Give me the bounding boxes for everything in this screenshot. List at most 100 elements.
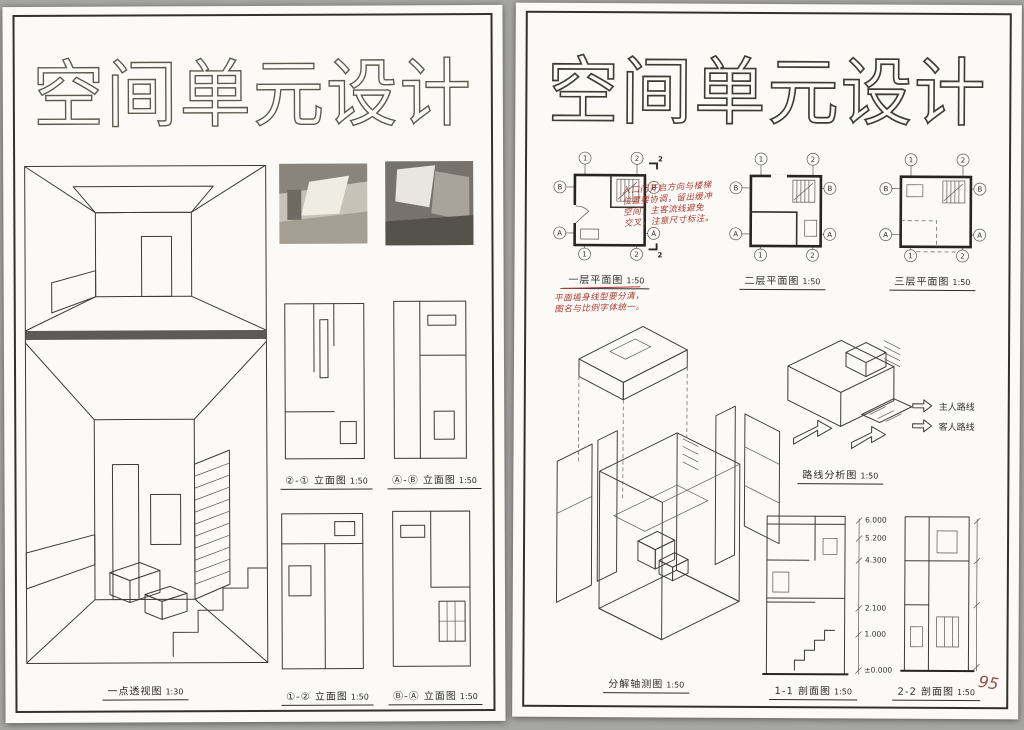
level-dimension: 1.000: [865, 630, 887, 639]
perspective-room: [24, 164, 269, 664]
section-2-2-structure: [900, 516, 975, 673]
left-board: 空间单元设计: [2, 4, 506, 724]
axis-bubble: A: [827, 231, 832, 239]
legend-row-guest: 客人路线: [912, 419, 975, 433]
route-arrows: [793, 419, 887, 449]
title-text: 空间单元设计: [547, 49, 987, 137]
caption-text: 一层平面图: [568, 274, 624, 287]
page-number: 95: [976, 671, 1001, 694]
caption-scale: 1:50: [957, 687, 976, 698]
plan-1-walls: [573, 173, 647, 247]
route-axon: [787, 339, 913, 427]
axis-bubble: 1: [758, 251, 763, 259]
elevation-a-b-drawing: [393, 300, 467, 459]
caption-text: 路线分析图: [802, 470, 858, 482]
plan-1-section-cut-marks: 2 2: [648, 155, 663, 259]
axis-bubble: 2: [634, 251, 639, 259]
section-cut-label: 2: [658, 155, 663, 163]
axis-bubble: 1: [908, 252, 913, 260]
legend-row-host: 主人路线: [912, 399, 975, 413]
caption-text: 分解轴测图: [608, 679, 664, 691]
caption-text: 二层平面图: [744, 275, 800, 288]
render-photo-1: [279, 163, 368, 244]
axon-projection-dashes: [578, 367, 688, 500]
section-1-1-dimension-line: 6.000 5.200 4.300 2.100 1.000 ±0.000: [855, 516, 892, 675]
caption-scale: 1:50: [802, 277, 821, 287]
axis-bubble: B: [977, 186, 982, 194]
plan-3-walls: [899, 175, 973, 253]
level-dimension: 5.200: [865, 534, 887, 543]
plan-1-axes: 1 2 1 2 B A B A: [553, 151, 661, 261]
level-dimension: 2.100: [865, 604, 887, 613]
axis-bubble: A: [733, 230, 738, 238]
perspective-shelf-ladder: [193, 449, 231, 600]
axis-bubble: B: [651, 184, 656, 192]
axon-roof-piece: [578, 325, 688, 401]
handwritten-note-cluster: 入口门开启方向与楼梯 位置要协调，留出缓冲 空间，主客流线避免 交叉，注意尺寸标…: [622, 177, 765, 230]
caption-scale: 1:50: [350, 692, 369, 702]
plan-2-drawing: 1 2 1 2 B A B A: [729, 152, 837, 262]
axis-bubble: 2: [810, 252, 815, 260]
plan-2-axes: 1 2 1 2 B A B A: [729, 152, 837, 262]
perspective-drawing: [24, 164, 269, 664]
axis-bubble: 2: [961, 157, 966, 165]
left-sheet-title: 空间单元设计: [32, 50, 474, 139]
level-dimension: ±0.000: [864, 666, 892, 675]
axis-bubble: A: [977, 232, 982, 240]
plan-1-drawing: 1 2 1 2 B A B A 2: [553, 151, 663, 261]
caption-scale: 1:50: [952, 277, 971, 288]
caption-text: 1-1 剖面图: [774, 686, 832, 698]
plan-3-drawing: 1 2 1 2 B A B A: [879, 153, 987, 263]
legend-label: 主人路线: [938, 402, 975, 413]
legend-label: 客人路线: [938, 422, 975, 433]
axis-bubble: B: [733, 184, 738, 192]
caption-scale: 1:50: [860, 471, 879, 481]
plan-3-axes: 1 2 1 2 B A B A: [879, 153, 987, 263]
caption-scale: 1:50: [349, 476, 368, 486]
exploded-axon-drawing: [556, 325, 781, 641]
axis-bubble: A: [557, 229, 562, 237]
caption-scale: 1:50: [626, 276, 645, 286]
caption-scale: 1:30: [165, 687, 184, 697]
axon-main-volume: [598, 432, 741, 641]
caption-text: 2-2 剖面图: [897, 686, 955, 698]
level-dimension: 4.300: [865, 556, 887, 565]
axis-bubble: 2: [635, 155, 640, 163]
section-cut-label: 2: [658, 251, 663, 259]
section-1-1-drawing: 6.000 5.200 4.300 2.100 1.000 ±0.000: [762, 515, 892, 676]
elevation-1-2-drawing: [281, 513, 364, 670]
caption-scale: 1:50: [834, 687, 853, 697]
axis-bubble: B: [827, 185, 832, 193]
axis-bubble: 1: [583, 155, 588, 163]
axis-bubble: 1: [759, 155, 764, 163]
caption-text: 三层平面图: [894, 276, 950, 288]
level-dimension: 6.000: [865, 516, 887, 525]
axis-bubble: 1: [909, 156, 914, 164]
caption-text: Ⓑ-Ⓐ 立面图: [393, 691, 457, 703]
route-analysis-drawing: [787, 339, 913, 449]
caption-text: ②-① 立面图: [285, 475, 347, 487]
caption-text: ①-② 立面图: [286, 691, 348, 703]
right-board: 空间单元设计 1 2 1 2 B A B A: [512, 2, 1022, 720]
elevation-b-a-drawing: [392, 510, 471, 667]
axis-bubble: 2: [811, 156, 816, 164]
title-text: 空间单元设计: [33, 51, 473, 139]
render-photo-2: [385, 161, 474, 246]
caption-text: 一点透视图: [107, 686, 163, 698]
axis-bubble: B: [883, 185, 888, 193]
section-2-2-drawing: [900, 516, 981, 673]
axis-bubble: B: [557, 183, 562, 191]
elevation-2-1-drawing: [284, 303, 365, 460]
caption-scale: 1:50: [666, 680, 685, 690]
axon-wall-panels: [556, 405, 781, 603]
axis-bubble: A: [883, 231, 888, 239]
axis-bubble: 2: [960, 253, 965, 261]
